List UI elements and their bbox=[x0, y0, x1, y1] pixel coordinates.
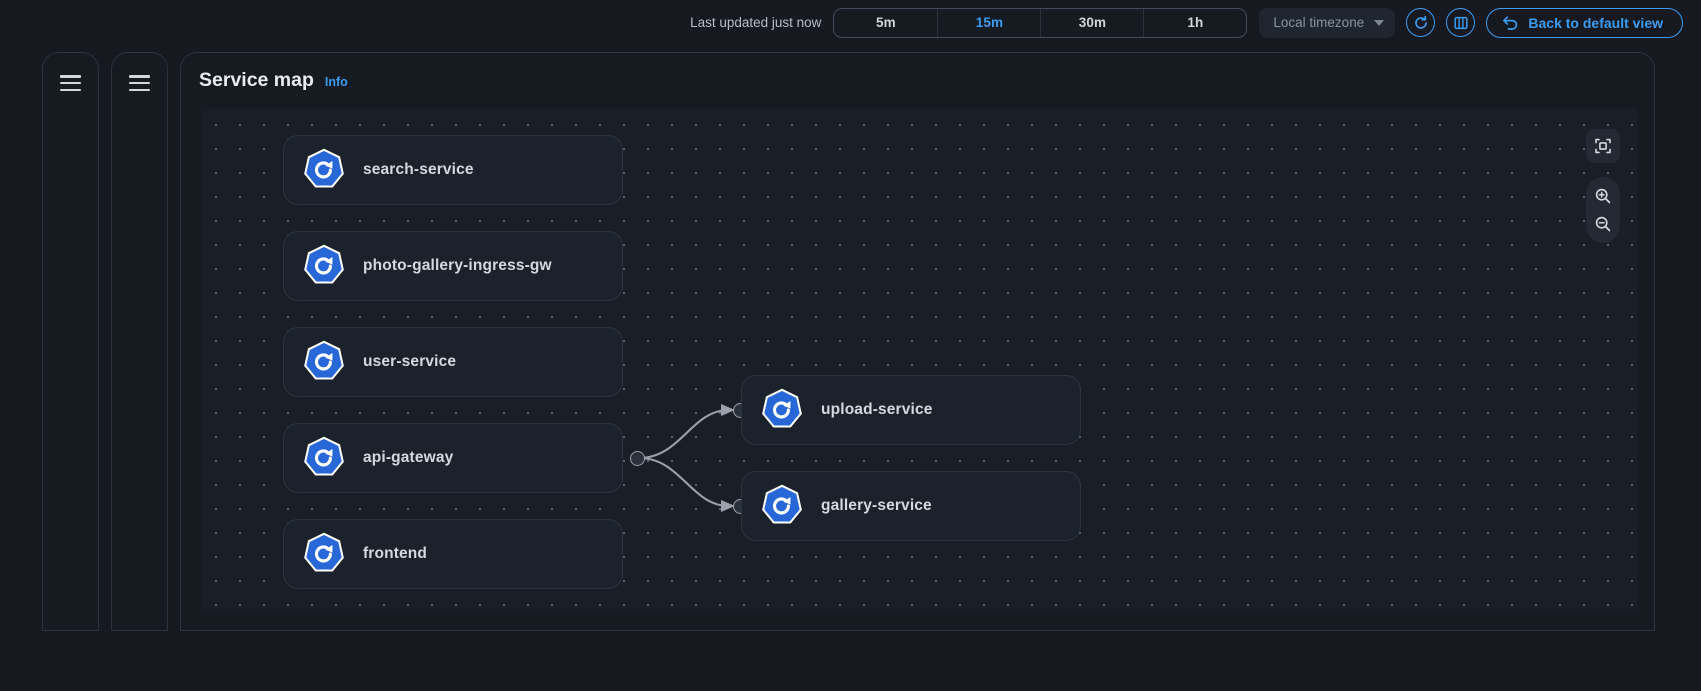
refresh-button[interactable] bbox=[1406, 8, 1436, 37]
edge-api-gateway-gallery-service bbox=[638, 456, 730, 508]
undo-arrow-icon bbox=[1503, 16, 1518, 30]
kubernetes-service-icon bbox=[304, 532, 344, 572]
service-node-user-service[interactable]: user-service bbox=[283, 327, 623, 397]
service-node-label: frontend bbox=[363, 545, 428, 562]
split-panel-icon bbox=[1454, 16, 1468, 29]
zoom-out-button[interactable] bbox=[1586, 210, 1620, 238]
navigation-rail-primary[interactable] bbox=[42, 52, 99, 631]
zoom-in-out-group bbox=[1586, 177, 1620, 243]
kubernetes-service-icon bbox=[762, 388, 802, 428]
service-node-label: upload-service bbox=[821, 401, 933, 418]
fit-to-screen-icon bbox=[1595, 138, 1611, 154]
chevron-down-icon bbox=[1374, 19, 1385, 26]
last-updated-text: Last updated just now bbox=[690, 15, 822, 30]
service-node-upload-service[interactable]: upload-service bbox=[741, 375, 1081, 445]
panel-header: Service map Info bbox=[199, 69, 348, 92]
timezone-select[interactable]: Local timezone bbox=[1259, 7, 1396, 38]
zoom-out-icon bbox=[1595, 216, 1611, 232]
zoom-in-icon bbox=[1595, 188, 1611, 204]
back-button-label: Back to default view bbox=[1528, 14, 1663, 31]
service-node-api-gateway[interactable]: api-gateway bbox=[283, 423, 623, 493]
port-api-gateway-out[interactable] bbox=[630, 451, 645, 466]
service-map-panel: Service map Info search-service bbox=[180, 52, 1655, 631]
page-title: Service map bbox=[199, 69, 314, 91]
service-node-photo-gallery-ingress-gw[interactable]: photo-gallery-ingress-gw bbox=[283, 231, 623, 301]
navigation-rail-secondary[interactable] bbox=[111, 52, 168, 631]
back-to-default-view-button[interactable]: Back to default view bbox=[1486, 7, 1683, 38]
kubernetes-service-icon bbox=[304, 436, 344, 476]
hamburger-icon[interactable] bbox=[129, 75, 150, 630]
service-node-label: user-service bbox=[363, 353, 457, 370]
service-node-label: gallery-service bbox=[821, 497, 932, 514]
top-toolbar: Last updated just now 5m 15m 30m 1h Loca… bbox=[0, 0, 1701, 45]
kubernetes-service-icon bbox=[304, 340, 344, 380]
time-range-30m[interactable]: 30m bbox=[1040, 8, 1143, 37]
zoom-in-button[interactable] bbox=[1586, 182, 1620, 210]
time-range-1h[interactable]: 1h bbox=[1143, 8, 1246, 37]
kubernetes-service-icon bbox=[304, 148, 344, 188]
service-node-gallery-service[interactable]: gallery-service bbox=[741, 471, 1081, 541]
fit-to-screen-button[interactable] bbox=[1586, 129, 1620, 163]
time-range-5m[interactable]: 5m bbox=[876, 15, 896, 30]
info-link[interactable]: Info bbox=[324, 75, 348, 89]
kubernetes-service-icon bbox=[304, 244, 344, 284]
service-node-frontend[interactable]: frontend bbox=[283, 519, 623, 589]
hamburger-icon[interactable] bbox=[60, 75, 81, 630]
split-panel-button[interactable] bbox=[1446, 8, 1476, 37]
service-map-canvas[interactable]: search-service photo-gallery-ingress-gw … bbox=[201, 108, 1638, 611]
kubernetes-service-icon bbox=[762, 484, 802, 524]
service-node-label: photo-gallery-ingress-gw bbox=[363, 257, 552, 274]
time-range-selector[interactable]: 5m 15m 30m 1h bbox=[833, 7, 1248, 38]
time-range-15m[interactable]: 15m bbox=[937, 8, 1040, 37]
service-node-label: search-service bbox=[363, 161, 474, 178]
service-node-search-service[interactable]: search-service bbox=[283, 135, 623, 205]
service-node-label: api-gateway bbox=[363, 449, 454, 466]
zoom-controls bbox=[1586, 129, 1620, 243]
refresh-icon bbox=[1415, 15, 1427, 29]
timezone-label: Local timezone bbox=[1273, 15, 1365, 30]
edge-api-gateway-upload-service bbox=[638, 408, 730, 460]
